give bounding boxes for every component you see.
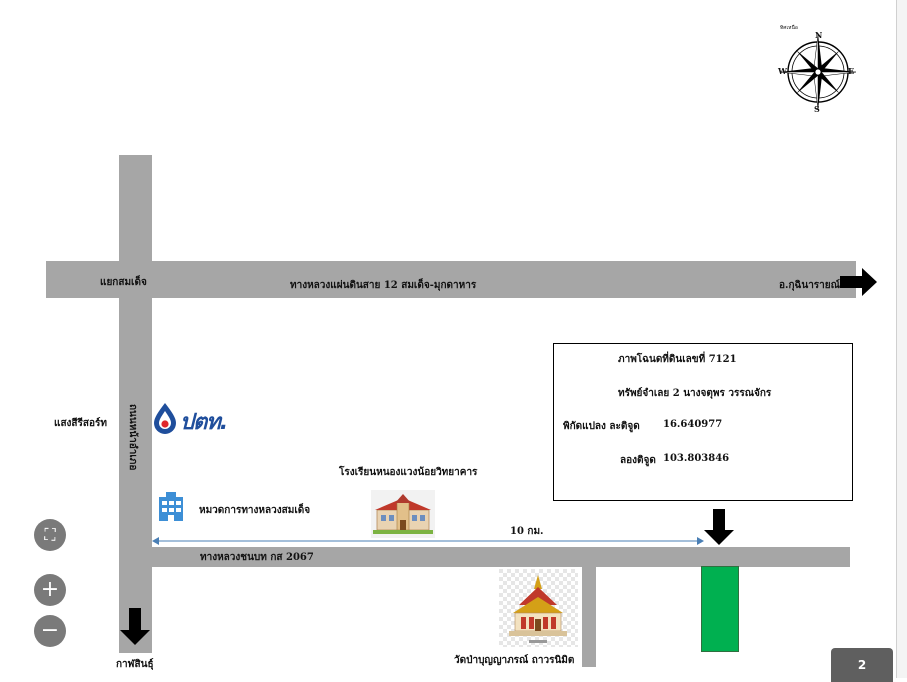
page-number-indicator[interactable]: 2 xyxy=(831,648,893,682)
page-number: 2 xyxy=(857,658,867,672)
compass-icon xyxy=(779,33,856,111)
road-rural xyxy=(119,547,850,567)
school-label: โรงเรียนหนองแวงน้อยวิทยาคาร xyxy=(339,467,478,478)
vertical-road-label: ถนนหน้าอำเภอ xyxy=(127,404,138,471)
office-building-icon xyxy=(159,492,183,521)
road-main-highway xyxy=(46,261,856,298)
latitude-label: พิกัดแปลง ละติจูด xyxy=(563,421,640,432)
fullscreen-button[interactable]: ⛶ xyxy=(34,519,66,551)
compass-s: S xyxy=(814,104,820,114)
arrow-right-icon xyxy=(840,268,877,296)
destination-south-label: กาฬสินธุ์ xyxy=(116,659,154,670)
deed-info-box: ภาพโฉนดที่ดินเลขที่ 7121 ทรัพย์จำเลย 2 น… xyxy=(553,343,853,501)
road-vertical-left xyxy=(119,155,152,653)
plus-icon: + xyxy=(40,577,60,602)
highway-office-label: หมวดการทางหลวงสมเด็จ xyxy=(199,505,311,516)
junction-label: แยกสมเด็จ xyxy=(100,277,147,288)
ptt-drop-icon xyxy=(154,403,176,434)
rural-road-label: ทางหลวงชนบท กส 2067 xyxy=(200,552,314,563)
ptt-logo-text: ปตท. xyxy=(180,410,228,435)
destination-east-label: อ.กุฉินารายณ์ xyxy=(779,280,840,291)
deed-number: ภาพโฉนดที่ดินเลขที่ 7121 xyxy=(618,354,737,365)
distance-line xyxy=(152,537,704,545)
road-vertical-right xyxy=(582,567,596,667)
latitude-value: 16.640977 xyxy=(663,419,723,430)
fullscreen-icon: ⛶ xyxy=(44,525,56,544)
ptt-logo: ปตท. xyxy=(152,400,242,435)
longitude-label: ลองติจูด xyxy=(620,455,656,466)
shop-label: แสงสีรีสอร์ท xyxy=(54,418,107,429)
longitude-value: 103.803846 xyxy=(663,453,730,464)
zoom-out-button[interactable]: − xyxy=(34,615,66,647)
minus-icon: − xyxy=(40,618,60,643)
distance-label: 10 กม. xyxy=(510,526,544,537)
compass-caption: ทิศเหนือ xyxy=(780,25,798,31)
compass-w: W xyxy=(778,66,787,76)
temple-label: วัดป่าบุญญาภรณ์ ถาวรนิมิต xyxy=(454,655,575,666)
land-plot xyxy=(701,566,739,652)
arrow-down-icon xyxy=(704,509,734,545)
school-icon xyxy=(371,490,435,538)
deed-owner: ทรัพย์จำเลย 2 นางจตุพร วรรณจักร xyxy=(618,388,772,399)
zoom-in-button[interactable]: + xyxy=(34,574,66,606)
compass-e: E xyxy=(848,66,855,76)
temple-icon xyxy=(499,569,578,647)
compass-n: N xyxy=(815,30,823,40)
page-scrollbar[interactable] xyxy=(896,0,907,678)
main-highway-label: ทางหลวงแผ่นดินสาย 12 สมเด็จ-มุกดาหาร xyxy=(290,280,477,291)
compass-rose: ทิศเหนือ N S W E xyxy=(776,25,856,116)
arrow-down-icon xyxy=(120,608,150,645)
